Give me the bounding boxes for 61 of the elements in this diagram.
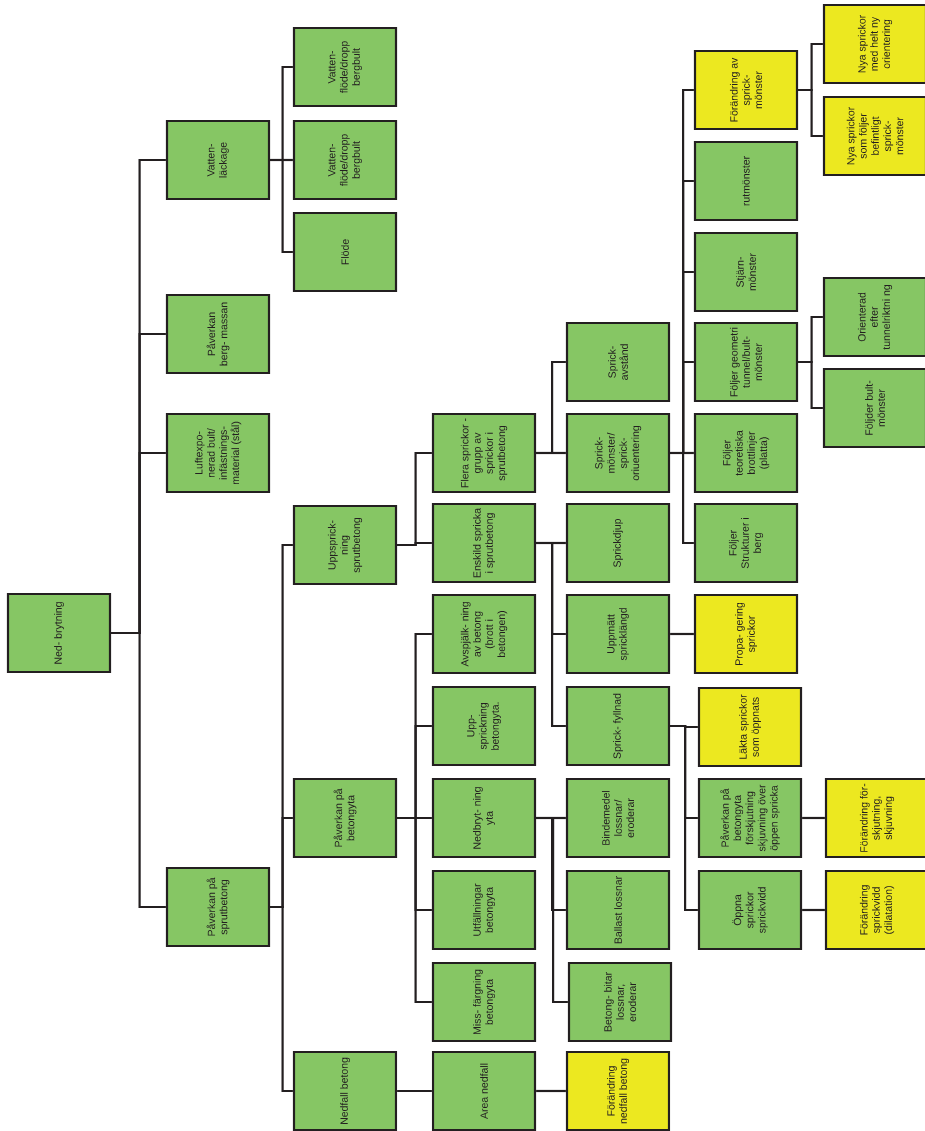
- connector-line: [270, 158, 293, 254]
- category-box: Nya sprickor som följer befintligt sprick- mönster: [822, 95, 925, 177]
- category-box: Sprickdjup: [565, 502, 671, 584]
- category-box: Följder bult- mönster: [822, 367, 925, 449]
- category-box: Flöde: [292, 211, 398, 293]
- category-box: Förändring för- skjutning, skjuvning: [824, 777, 925, 859]
- connector-line: [802, 908, 825, 912]
- connector-line: [536, 816, 568, 1004]
- connector-line: [536, 1089, 566, 1093]
- category-box: Flera sprickor - grupp av sprickor i sprutbetong: [431, 412, 537, 494]
- connector-line: [536, 451, 566, 455]
- category-box: Följer geometri tunnel/bult- mönster: [693, 321, 799, 403]
- category-box: Förändring av sprick- mönster: [693, 49, 799, 131]
- connector-line: [798, 360, 823, 410]
- category-box: Förändring sprickvidd (dilatation): [824, 869, 925, 951]
- category-box: Påverkan på sprutbetong: [165, 866, 271, 948]
- category-box: Läkta sprickor som öppnats: [697, 686, 803, 768]
- category-box: Avspjälk- ning av betong (brott i betongen): [431, 593, 537, 675]
- category-box: Sprick- mönster/ sprick- oriuentering: [565, 412, 671, 494]
- category-box: Utfällningar betongyta: [431, 869, 537, 951]
- category-box: Ballast lossnar: [565, 869, 671, 951]
- category-box: Betong- bitar lossnar, eroderar: [567, 961, 673, 1043]
- category-box: Påverkan på betongyta förskjutning skjuvning över öppen spricka: [697, 777, 803, 859]
- category-box: Propa- gering sprickor: [693, 593, 799, 675]
- connector-line: [270, 905, 293, 1093]
- category-box: Ned- brytning: [6, 592, 112, 674]
- connector-line: [798, 88, 823, 138]
- category-box: Påverkan berg- massan: [165, 293, 271, 375]
- category-box: Följer teoretiska brottlinjer (platta): [693, 412, 799, 494]
- category-box: Orienterad efter tunnelriktni ng: [822, 276, 925, 358]
- connector-line: [802, 816, 825, 820]
- category-box: Uppmätt spricklängd: [565, 593, 671, 675]
- category-box: Luftexpo- nerad bult/ infästnings- material (stål): [165, 412, 271, 494]
- category-box: Area nedfall: [431, 1050, 537, 1131]
- category-box: Stjärn- mönster: [693, 231, 799, 313]
- category-box: Uppsprick- ning sprutbetong: [292, 504, 398, 586]
- connector-line: [670, 451, 694, 545]
- category-box: Sprick- avstånd: [565, 321, 671, 403]
- category-box: Miss- färgning betongyta: [431, 961, 537, 1043]
- category-box: Påverkan på betongyta: [292, 777, 398, 859]
- connector-line: [670, 724, 698, 912]
- connector-line: [397, 541, 432, 547]
- category-box: Följer Strukturer i berg: [693, 502, 799, 584]
- category-box: Enskild spricka i sprutbetong: [431, 502, 537, 584]
- category-box: Förändring nedfall betong: [565, 1050, 671, 1131]
- category-box: Sprick- fyllnad: [565, 685, 671, 767]
- connector-line: [397, 1089, 432, 1093]
- category-box: Öppna sprickor sprickvidd: [697, 869, 803, 951]
- category-box: Nedbryt- ning yta: [431, 777, 537, 859]
- connector-line: [397, 816, 432, 1004]
- connector-line: [111, 631, 166, 909]
- category-box: Nya sprickor med helt ny orientering: [822, 3, 925, 85]
- category-box: Nedfall betong: [292, 1050, 398, 1131]
- category-box: Bindemedel lossnar/ eroderar: [565, 777, 671, 859]
- category-box: Vatten- flöde/dropp bergbult: [292, 26, 398, 108]
- connector-line: [536, 541, 566, 728]
- category-box: Vatten- läckage: [165, 119, 271, 201]
- category-box: Upp- sprickning betongyta.: [431, 685, 537, 767]
- connector-line: [670, 632, 694, 636]
- category-box: Vatten- flöde/dropp bergbult: [292, 119, 398, 201]
- category-box: rutmönster: [693, 140, 799, 222]
